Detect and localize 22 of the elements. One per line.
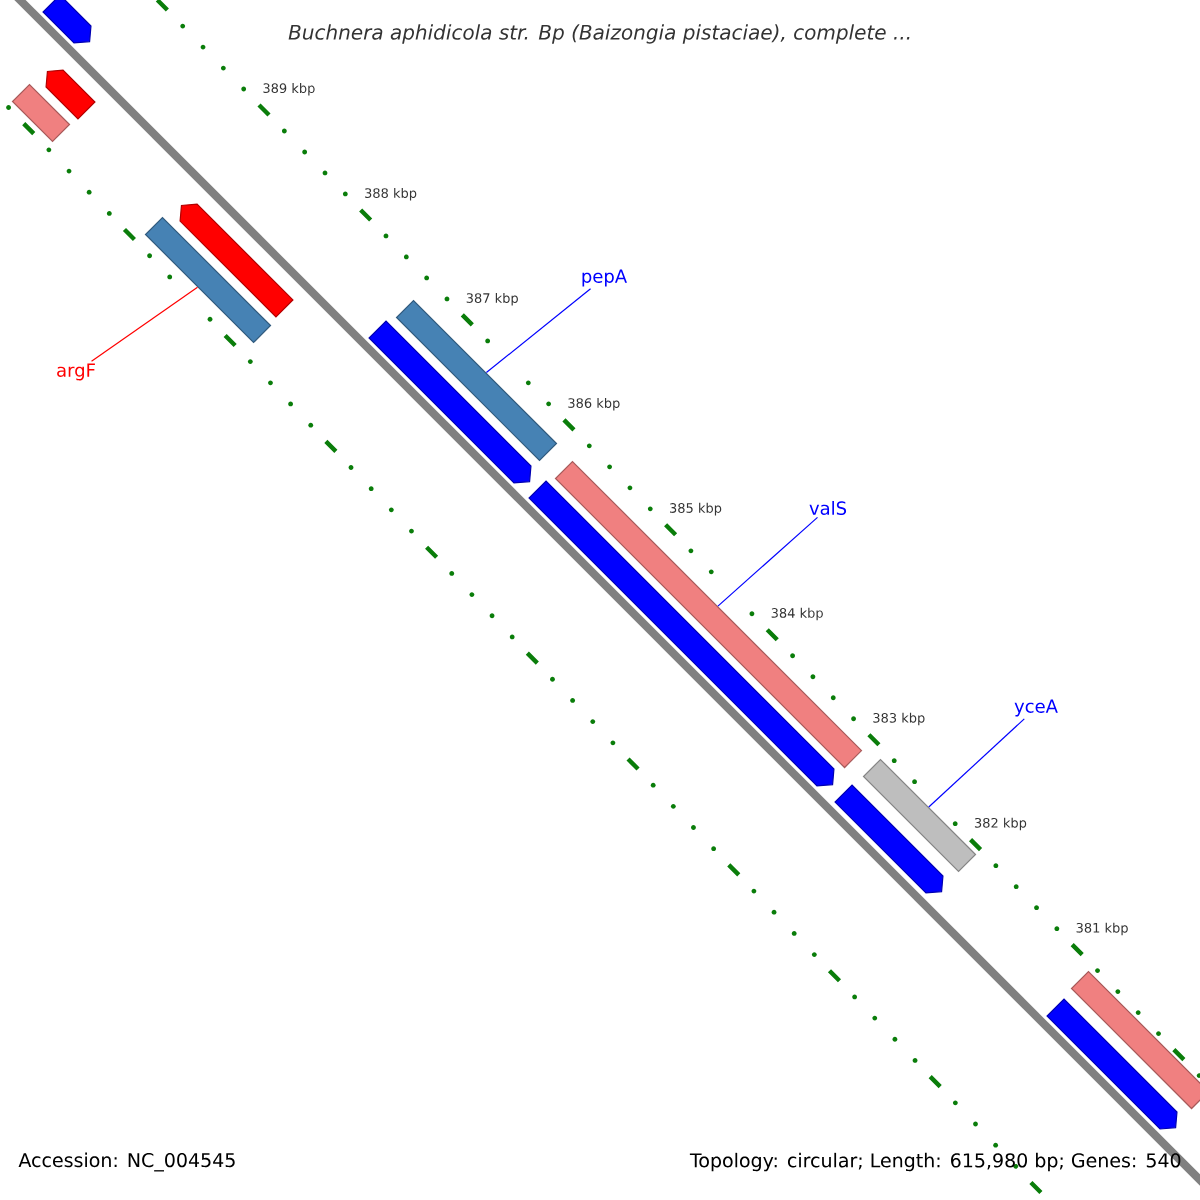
gene-label: pepA [582, 269, 627, 287]
title: Buchnera aphidicola str. Bp (Baizongia pistaciae), complete ... [288, 24, 910, 44]
gene-label: valS [809, 501, 847, 515]
gene-block [179, 203, 294, 318]
gene-block [834, 784, 944, 894]
footer-text: Topology: circular; Length: 615,980 bp; Genes: 540 [689, 1152, 1181, 1172]
gene-label: argF [57, 363, 95, 381]
gene-block [368, 320, 532, 484]
gene-block [1046, 998, 1178, 1130]
leader-line [90, 286, 199, 362]
leader-line [485, 288, 592, 374]
gene-bar [1070, 970, 1200, 1110]
leader-line [717, 516, 819, 607]
gene-label: yceA [1014, 699, 1058, 717]
gene-block [45, 69, 96, 120]
leader-line [928, 718, 1025, 808]
gene-bar [144, 216, 272, 344]
gene-bar [554, 460, 863, 769]
gene-block [42, 0, 92, 44]
gene-bar [11, 83, 71, 143]
footer-text: Accession: NC_004545 [18, 1152, 235, 1172]
gene-bar [862, 758, 977, 873]
